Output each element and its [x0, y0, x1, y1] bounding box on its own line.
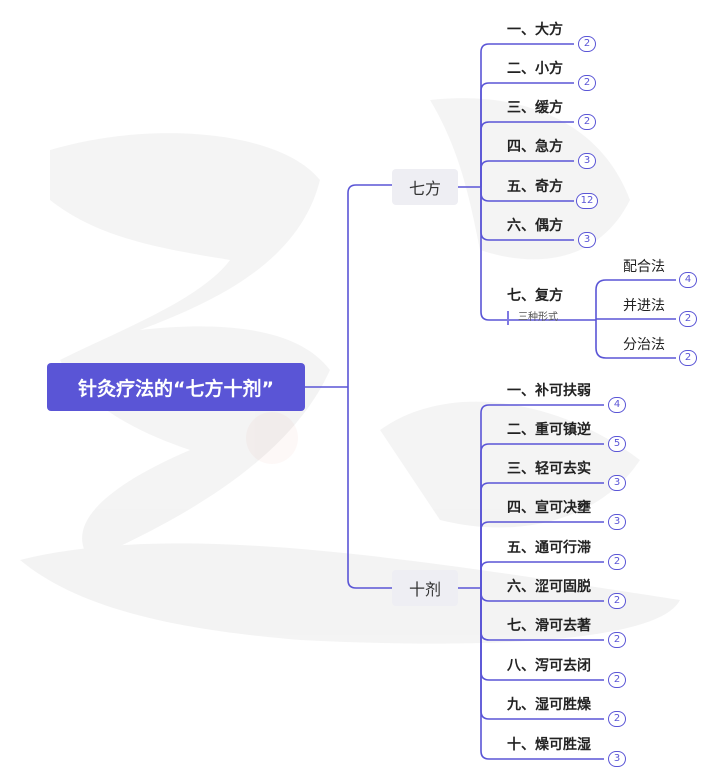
fufang-sub-item[interactable]: 配合法	[623, 259, 665, 275]
qifang-item[interactable]: 三、缓方	[507, 100, 563, 116]
link-shiji	[347, 387, 392, 589]
link-qifang-item	[480, 43, 574, 187]
count-badge[interactable]: 3	[578, 153, 596, 169]
count-badge[interactable]: 2	[608, 554, 626, 570]
qifang-item[interactable]: 六、偶方	[507, 218, 563, 234]
count-badge[interactable]: 2	[608, 593, 626, 609]
count-badge[interactable]: 2	[608, 632, 626, 648]
link-shiji-item	[480, 521, 604, 588]
count-badge[interactable]: 2	[608, 711, 626, 727]
link-shiji-item	[480, 482, 604, 588]
count-badge[interactable]: 3	[578, 232, 596, 248]
shiji-item[interactable]: 十、燥可胜湿	[507, 737, 591, 753]
shiji-item[interactable]: 九、湿可胜燥	[507, 697, 591, 713]
count-badge[interactable]: 2	[608, 672, 626, 688]
link-qifang-item	[480, 121, 574, 187]
qifang-item[interactable]: 二、小方	[507, 61, 563, 77]
count-badge[interactable]: 2	[679, 311, 697, 327]
shiji-item[interactable]: 五、通可行滞	[507, 540, 591, 556]
link-sub	[595, 279, 676, 320]
count-badge[interactable]: 2	[578, 36, 596, 52]
fufang-note: 三种形式	[507, 311, 558, 325]
count-badge[interactable]: 3	[608, 751, 626, 767]
link-qifang-item	[480, 187, 596, 321]
link-sub	[595, 320, 676, 359]
count-badge[interactable]: 3	[608, 514, 626, 530]
shiji-item[interactable]: 四、宣可决壅	[507, 500, 591, 516]
count-badge[interactable]: 12	[576, 193, 598, 209]
count-badge[interactable]: 3	[608, 475, 626, 491]
link-shiji-item	[480, 588, 604, 760]
root-topic[interactable]: 针灸疗法的“七方十剂”	[47, 363, 305, 411]
count-badge[interactable]: 4	[608, 397, 626, 413]
qifang-item[interactable]: 四、急方	[507, 139, 563, 155]
branch-shiji[interactable]: 十剂	[392, 570, 458, 606]
branch-qifang[interactable]: 七方	[392, 169, 458, 205]
shiji-item[interactable]: 一、补可扶弱	[507, 383, 591, 399]
link-shiji-item	[480, 404, 604, 588]
shiji-item[interactable]: 七、滑可去著	[507, 618, 591, 634]
count-badge[interactable]: 5	[608, 436, 626, 452]
fufang-sub-item[interactable]: 并进法	[623, 298, 665, 314]
link-shiji-item	[480, 561, 604, 588]
watermark-logo	[20, 98, 680, 644]
fufang-sub-item[interactable]: 分治法	[623, 337, 665, 353]
count-badge[interactable]: 2	[578, 114, 596, 130]
link-qifang-item	[480, 82, 574, 187]
link-qifang	[347, 184, 392, 387]
shiji-item[interactable]: 二、重可镇逆	[507, 422, 591, 438]
shiji-item[interactable]: 三、轻可去实	[507, 461, 591, 477]
qifang-item[interactable]: 七、复方	[507, 288, 563, 304]
link-qifang-item	[480, 160, 574, 187]
count-badge[interactable]: 2	[679, 350, 697, 366]
link-shiji-item	[480, 443, 604, 588]
qifang-item[interactable]: 一、大方	[507, 22, 563, 38]
shiji-item[interactable]: 六、涩可固脱	[507, 579, 591, 595]
shiji-item[interactable]: 八、泻可去闭	[507, 658, 591, 674]
count-badge[interactable]: 2	[578, 75, 596, 91]
count-badge[interactable]: 4	[679, 272, 697, 288]
qifang-item[interactable]: 五、奇方	[507, 179, 563, 195]
